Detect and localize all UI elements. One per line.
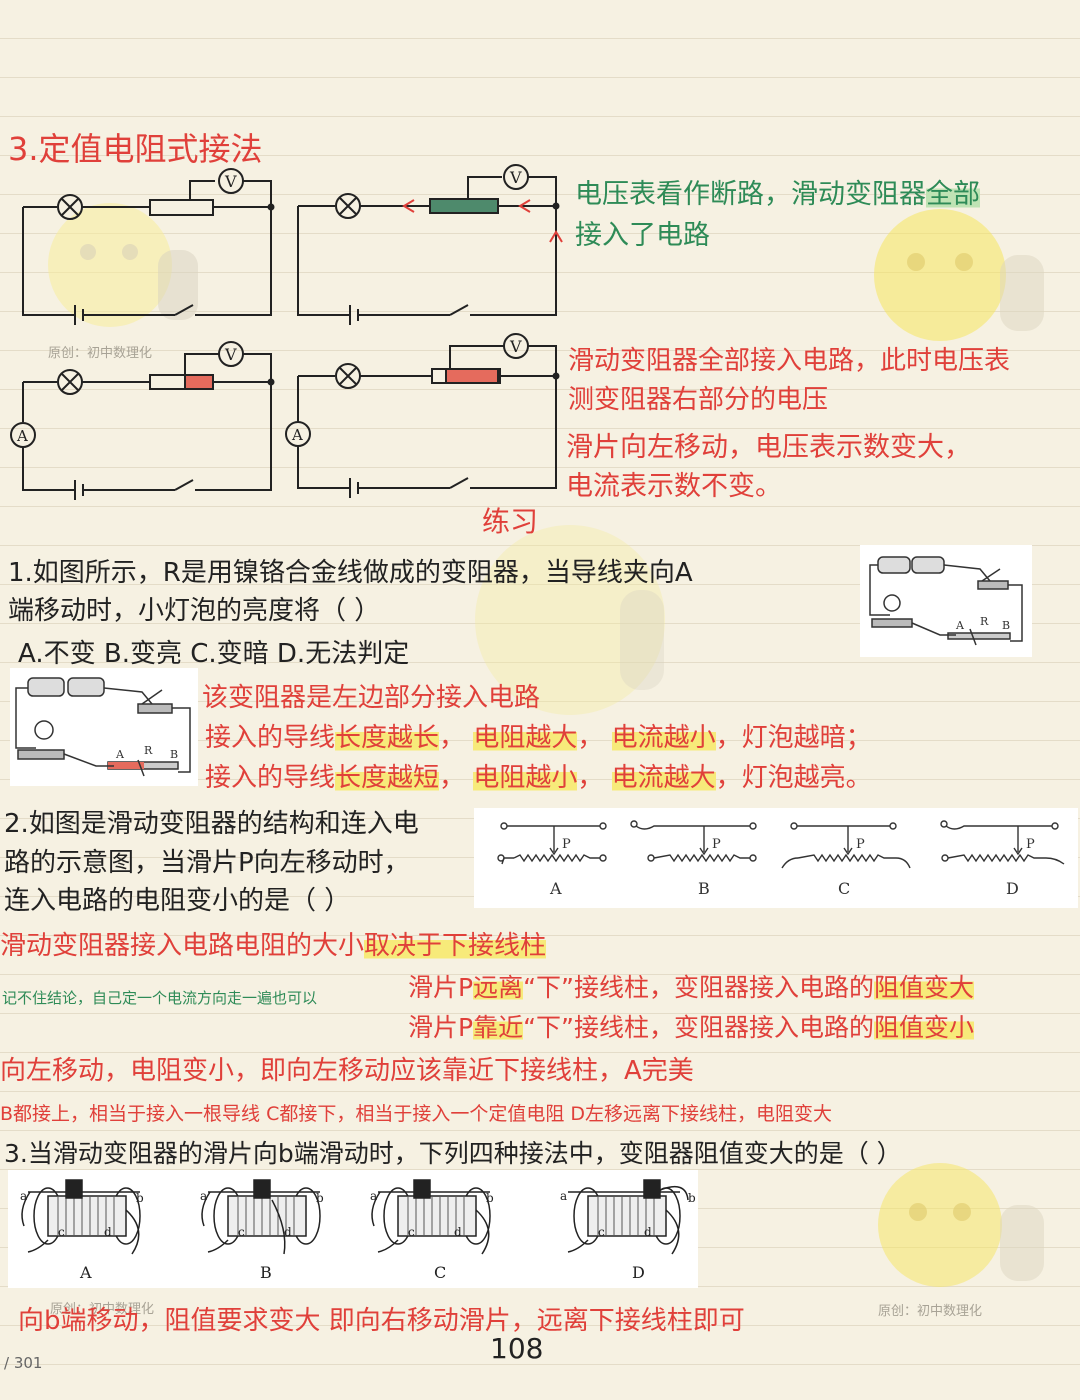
- slider-label-r: R: [980, 615, 989, 628]
- circuit-diagram-1: V: [22, 168, 275, 325]
- page-counter: / 301: [4, 1354, 43, 1372]
- practice-heading: 练习: [482, 505, 539, 538]
- terminal-c-label: c: [598, 1225, 605, 1239]
- terminal-c-label: c: [238, 1225, 245, 1239]
- option-label: B: [698, 879, 710, 898]
- q1-options: A.不变 B.变亮 C.变暗 D.无法判定: [18, 639, 410, 669]
- q2-rule: 滑动变阻器接入电路电阻的大小取决于下接线柱: [0, 931, 547, 961]
- note-move-left-2: 电流表示数不变。: [566, 471, 782, 502]
- option-label: C: [434, 1263, 446, 1282]
- q2-line-2: 路的示意图，当滑片P向左移动时，: [4, 848, 410, 878]
- watermark-text: 原创：初中数理化: [878, 1304, 983, 1319]
- end-label-a: A: [115, 748, 125, 761]
- option-label: D: [632, 1263, 645, 1282]
- q1-line-2: 端移动时，小灯泡的亮度将（ ）: [8, 596, 381, 626]
- terminal-d-label: d: [104, 1225, 112, 1239]
- watermark-smiley-icon: [878, 1163, 1044, 1287]
- rheostat-option-d: P D: [940, 820, 1065, 898]
- circuit-diagram-2: V: [297, 164, 563, 325]
- circuit-diagram-3: V A: [10, 341, 275, 500]
- rheostat-option-b: P B: [630, 820, 757, 898]
- watermark-text: 原创：初中数理化: [50, 1302, 155, 1317]
- terminal-c-label: c: [408, 1225, 415, 1239]
- rheostat-coil-d: a b c d D: [560, 1179, 696, 1282]
- q3-line-1: 3.当滑动变阻器的滑片向b端滑动时，下列四种接法中，变阻器阻值变大的是（ ）: [4, 1139, 902, 1168]
- terminal-b-label: b: [688, 1191, 696, 1205]
- terminal-d-label: d: [644, 1225, 652, 1239]
- rheostat-option-c: P C: [781, 822, 911, 898]
- q1-answer-3: 接入的导线长度越短， 电阻越小， 电流越大，灯泡越亮。: [205, 763, 872, 793]
- option-label: A: [549, 879, 562, 898]
- watermark-smiley-icon: [874, 209, 1044, 341]
- voltmeter-label: V: [509, 168, 522, 187]
- option-label: C: [838, 879, 850, 898]
- slider-label: P: [712, 837, 721, 852]
- q1-figure: A R B: [860, 545, 1032, 657]
- q1-annotated-figure: A R B: [10, 668, 198, 786]
- slider-label-r: R: [144, 744, 153, 757]
- rheostat-coil-b: a b c d B: [200, 1179, 324, 1282]
- end-label-b: B: [1002, 619, 1010, 632]
- circuit-diagram-4: V A: [285, 333, 560, 498]
- watermark-text: 原创：初中数理化: [48, 346, 153, 361]
- voltmeter-label: V: [224, 345, 237, 364]
- watermark-smiley-icon: [475, 525, 665, 715]
- terminal-a-label: a: [20, 1189, 27, 1203]
- note-full-connect-2: 测变阻器右部分的电压: [568, 385, 829, 415]
- rheostat-coil-c: a b c d C: [370, 1179, 494, 1282]
- q2-answer: 向左移动，电阻变小，即向左移动应该靠近下接线柱，A完美: [0, 1056, 694, 1086]
- note-full-connect: 滑动变阻器全部接入电路，此时电压表: [568, 346, 1011, 376]
- q2-tip: 记不住结论，自己定一个电流方向走一遍也可以: [2, 989, 318, 1007]
- rheostat-option-a: P A: [497, 822, 607, 898]
- slider-label: P: [562, 837, 571, 852]
- ammeter-label: A: [291, 426, 303, 444]
- q2-figure: P A P B P C P D: [474, 808, 1078, 908]
- voltmeter-label: V: [509, 337, 522, 356]
- terminal-a-label: a: [370, 1189, 377, 1203]
- slider-label: P: [1026, 837, 1035, 852]
- terminal-b-label: b: [316, 1191, 324, 1205]
- terminal-a-label: a: [200, 1189, 207, 1203]
- terminal-d-label: d: [284, 1225, 292, 1239]
- q3-answer: 向b端移动，阻值要求变大 即向右移动滑片，远离下接线柱即可: [18, 1306, 745, 1336]
- q3-figure: a b c d A a b c d B a b c d: [8, 1170, 698, 1288]
- note-move-left: 滑片向左移动，电压表示数变大，: [566, 432, 971, 463]
- q1-line-1: 1.如图所示，R是用镍铬合金线做成的变阻器，当导线夹向A: [8, 558, 693, 588]
- q2-line-3: 连入电路的电阻变小的是（ ）: [4, 886, 351, 916]
- terminal-c-label: c: [58, 1225, 65, 1239]
- option-label: B: [260, 1263, 272, 1282]
- end-label-b: B: [170, 748, 178, 761]
- ammeter-label: A: [16, 427, 28, 445]
- terminal-b-label: b: [136, 1191, 144, 1205]
- terminal-a-label: a: [560, 1189, 567, 1203]
- section-title: 3.定值电阻式接法: [8, 130, 263, 168]
- q2-rule-near: 滑片P靠近“下”接线柱，变阻器接入电路的阻值变小: [408, 1013, 975, 1042]
- note-voltmeter-open: 电压表看作断路，滑动变阻器全部: [575, 179, 980, 210]
- terminal-b-label: b: [486, 1191, 494, 1205]
- q1-answer-1: 该变阻器是左边部分接入电路: [202, 683, 541, 713]
- rheostat-coil-a: a b c d A: [20, 1179, 144, 1282]
- terminal-d-label: d: [454, 1225, 462, 1239]
- slider-label: P: [856, 837, 865, 852]
- q2-line-1: 2.如图是滑动变阻器的结构和连入电: [4, 809, 419, 839]
- watermark-smiley-icon: [48, 203, 198, 327]
- q1-answer-2: 接入的导线长度越长， 电阻越大， 电流越小，灯泡越暗；: [205, 723, 872, 753]
- option-label: A: [79, 1263, 92, 1282]
- end-label-a: A: [955, 619, 965, 632]
- page-number: 108: [490, 1332, 544, 1365]
- q2-explanation: B都接上，相当于接入一根导线 C都接下，相当于接入一个定值电阻 D左移远离下接线…: [0, 1103, 833, 1125]
- q2-rule-far: 滑片P远离“下”接线柱，变阻器接入电路的阻值变大: [408, 973, 975, 1002]
- option-label: D: [1006, 879, 1019, 898]
- note-voltmeter-open-2: 接入了电路: [575, 220, 710, 251]
- voltmeter-label: V: [224, 172, 237, 191]
